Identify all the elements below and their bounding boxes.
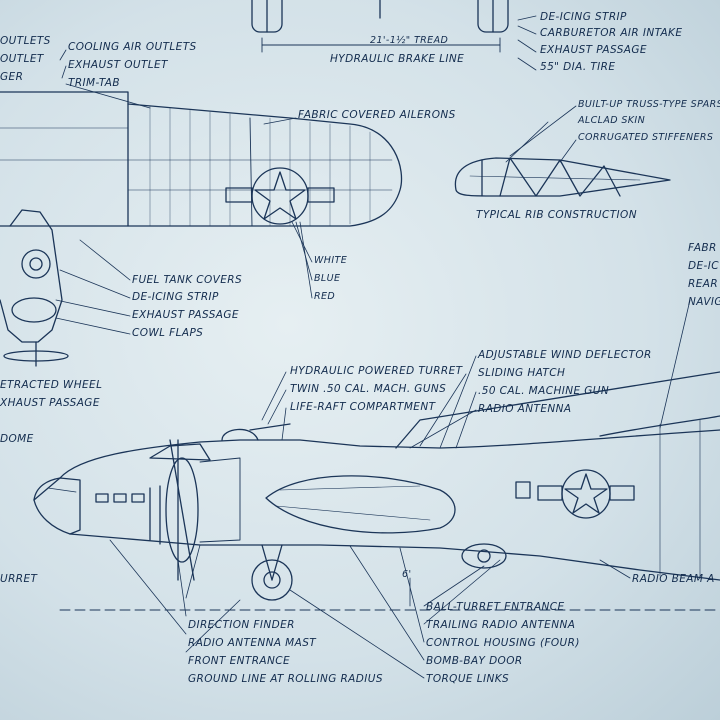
label-hyd-turret: Hydraulic Powered Turret <box>290 365 463 377</box>
label-dome: Dome <box>0 433 34 445</box>
label-exhaust-outlet: Exhaust Outlet <box>68 59 168 71</box>
label-deice-right: De-Ic <box>688 260 719 272</box>
label-radio-mast: Radio Antenna Mast <box>188 637 317 649</box>
leader-lines <box>55 15 691 679</box>
fuselage-side-view <box>33 371 720 611</box>
label-ground-line: Ground Line At Rolling Radius <box>188 673 383 685</box>
label-trim-tab: Trim-Tab <box>68 77 120 89</box>
label-cowl-flaps: Cowl Flaps <box>132 327 204 339</box>
label-life-raft: Life-Raft Compartment <box>290 401 436 413</box>
label-wind-deflector: Adjustable Wind Deflector <box>478 349 652 361</box>
label-sliding-hatch: Sliding Hatch <box>478 367 566 379</box>
label-hydraulic-brake: Hydraulic Brake Line <box>330 53 465 65</box>
label-exhaust-passage-top: Exhaust Passage <box>540 44 647 56</box>
label-rib-title: Typical Rib Construction <box>476 209 637 221</box>
label-ground-clearance: 6' <box>402 569 412 580</box>
label-mg50: .50 Cal. Machine Gun <box>478 385 610 397</box>
wing-plan-view <box>0 91 403 367</box>
label-blue: Blue <box>314 273 341 284</box>
label-corrugated: Corrugated Stiffeners <box>578 132 714 143</box>
label-cooling-outlets-left: Outlets <box>0 35 51 47</box>
label-turret-left: urret <box>0 573 38 585</box>
label-alclad-skin: Alclad Skin <box>578 115 646 126</box>
label-white: White <box>314 255 348 266</box>
label-red: Red <box>314 291 336 302</box>
label-front-entrance: Front Entrance <box>188 655 291 667</box>
label-left-er: ger <box>0 71 24 83</box>
label-exhaust-passage-mid: Exhaust Passage <box>132 309 239 321</box>
label-exhaust-left: Outlet <box>0 53 44 65</box>
label-carburetor-intake: Carburetor Air Intake <box>540 27 683 39</box>
label-tread: 21'-1½" Tread <box>370 35 449 46</box>
label-torque-links: Torque Links <box>426 673 510 685</box>
label-deicing-strip-mid: De-Icing Strip <box>132 291 219 303</box>
typical-rib-diagram <box>454 157 671 197</box>
label-control-housing: Control Housing (Four) <box>426 637 580 649</box>
label-tire: 55" Dia. Tire <box>540 61 616 73</box>
label-truss-spars: Built-Up Truss-Type Spars <box>578 99 720 110</box>
label-fabric-right: Fabr <box>688 242 717 254</box>
label-exhaust-left2: xhaust Passage <box>0 397 100 409</box>
label-radio-antenna: Radio Antenna <box>478 403 572 415</box>
label-retracted-wheel: etracted Wheel <box>0 379 103 391</box>
label-twin-guns: Twin .50 Cal. Mach. Guns <box>290 383 447 395</box>
label-fabric-ailerons: Fabric Covered Ailerons <box>298 109 456 121</box>
label-ball-turret: Ball-Turret Entrance <box>426 601 565 613</box>
main-gear-front-view <box>251 0 509 53</box>
label-trailing-antenna: Trailing Radio Antenna <box>426 619 576 631</box>
label-rear-right: Rear <box>688 278 719 290</box>
label-navig-right: Navig <box>688 296 720 308</box>
label-direction-finder: Direction Finder <box>188 619 295 631</box>
label-cooling-air-outlets: Cooling Air Outlets <box>68 41 197 53</box>
label-bomb-bay: Bomb-Bay Door <box>426 655 523 667</box>
label-radio-beam: Radio Beam A <box>632 573 715 585</box>
label-fuel-tank: Fuel Tank Covers <box>132 274 243 286</box>
label-deicing-strip-top: De-Icing Strip <box>540 11 627 23</box>
